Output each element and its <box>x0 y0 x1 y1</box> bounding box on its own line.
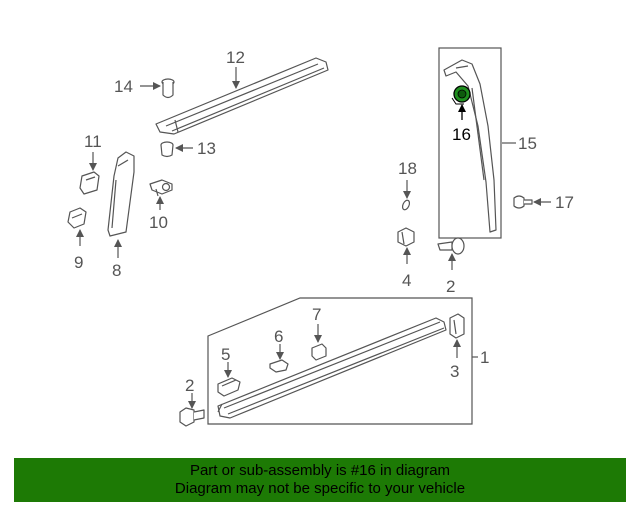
callout-15: 15 <box>518 134 537 153</box>
callout-2-upper: 2 <box>446 277 455 296</box>
part-15-molding <box>443 59 497 233</box>
banner-line-2: Diagram may not be specific to your vehi… <box>174 480 466 497</box>
callout-17: 17 <box>555 193 574 212</box>
info-banner: Part or sub-assembly is #16 in diagram D… <box>14 458 626 502</box>
part-11-bracket <box>79 171 100 195</box>
callout-2-lower: 2 <box>185 376 194 395</box>
callout-9: 9 <box>74 253 83 272</box>
part-2-screw-lower <box>179 407 205 427</box>
part-13-nut <box>160 141 174 158</box>
part-2-screw-upper <box>437 237 465 255</box>
part-7-clip <box>311 343 327 361</box>
callout-16: 16 <box>452 125 471 144</box>
part-16-highlighted-clip <box>451 85 471 105</box>
part-17-clip <box>513 195 533 209</box>
callout-4: 4 <box>402 271 411 290</box>
part-1-rocker-molding <box>217 317 447 419</box>
banner-line-1: Part or sub-assembly is #16 in diagram <box>189 462 451 479</box>
part-8-pillar-garnish <box>107 151 135 237</box>
callout-11: 11 <box>84 132 102 151</box>
part-9-bracket <box>67 207 87 229</box>
callout-10: 10 <box>149 213 168 232</box>
parts-diagram: 12 14 13 11 8 10 9 <box>67 47 574 427</box>
part-18-seal <box>401 199 411 211</box>
part-10-clip <box>149 179 173 197</box>
callout-5: 5 <box>221 345 230 364</box>
callout-12: 12 <box>226 48 245 67</box>
callout-18: 18 <box>398 159 417 178</box>
callout-8: 8 <box>112 261 121 280</box>
callout-1: 1 <box>480 348 489 367</box>
callout-14: 14 <box>114 77 133 96</box>
part-6-clip <box>269 359 289 373</box>
part-5-bracket <box>217 377 241 397</box>
part-3-clip <box>449 313 465 339</box>
callout-7: 7 <box>312 305 321 324</box>
callout-3: 3 <box>450 362 459 381</box>
part-12-roof-molding <box>155 57 329 135</box>
callout-13: 13 <box>197 139 216 158</box>
part-14-clip <box>161 78 175 99</box>
part-4-clip <box>397 227 415 247</box>
callout-6: 6 <box>274 327 283 346</box>
